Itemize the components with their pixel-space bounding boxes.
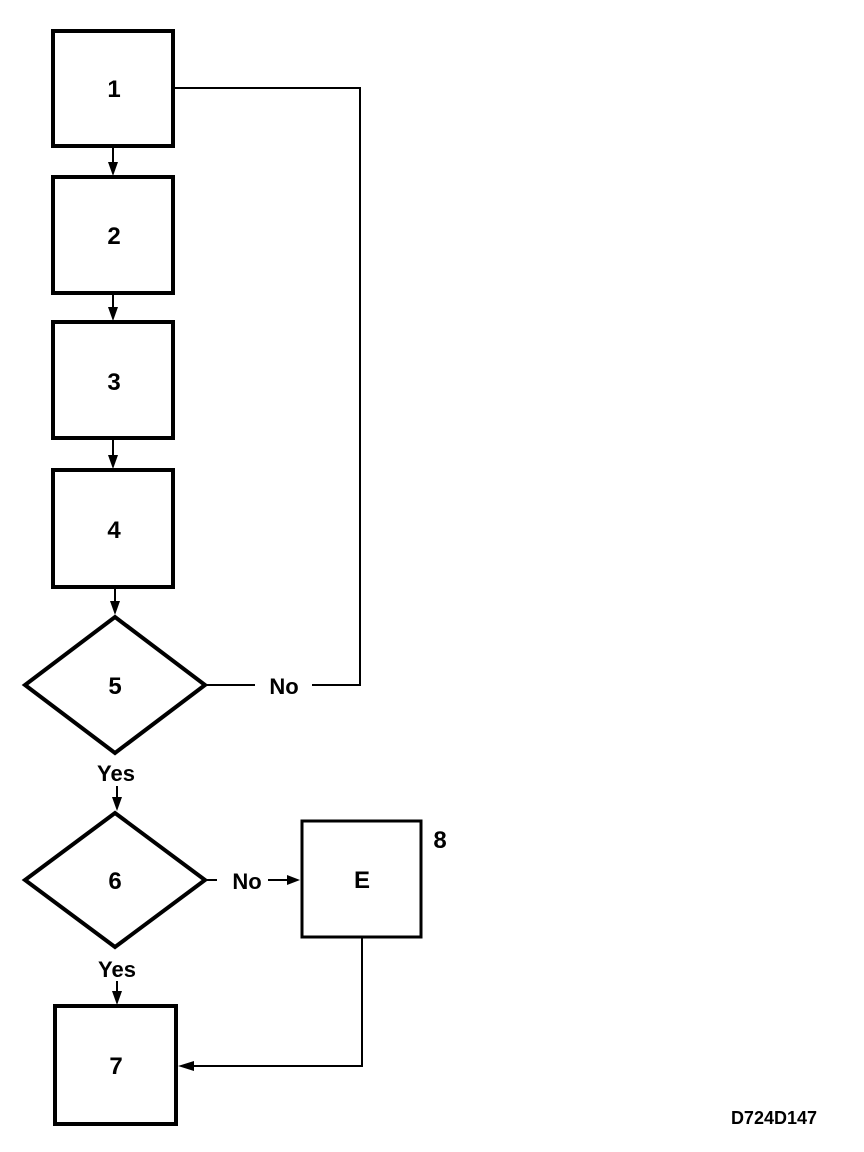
branch-label-5-yes: Yes (97, 761, 135, 786)
label-diamond-5: 5 (108, 673, 121, 700)
process-box-4 (51, 468, 175, 589)
arrowhead-6-8 (287, 875, 300, 885)
figure-reference: D724D147 (731, 1108, 817, 1128)
label-box-7: 7 (109, 1053, 122, 1080)
process-box-8 (300, 819, 423, 939)
branch-label-6-no: No (232, 869, 261, 894)
arrowhead-3-4 (108, 455, 118, 469)
branch-label-6-yes: Yes (98, 957, 136, 982)
process-box-7 (53, 1004, 178, 1126)
label-box-4: 4 (107, 517, 121, 544)
arrowhead-1-2 (108, 162, 118, 176)
arrowhead-5-6 (112, 797, 122, 811)
box-8-number: 8 (433, 827, 446, 854)
label-diamond-6: 6 (108, 868, 121, 895)
label-box-1: 1 (107, 76, 120, 103)
arrowhead-6-7 (112, 991, 122, 1005)
connector-8-7 (192, 937, 363, 1067)
arrowhead-8-7 (178, 1061, 194, 1071)
label-box-3: 3 (107, 369, 120, 396)
label-box-2: 2 (107, 223, 120, 250)
arrowhead-4-5 (110, 601, 120, 615)
decision-diamond-5 (21, 614, 209, 756)
arrowhead-2-3 (108, 307, 118, 321)
label-box-8: E (354, 867, 370, 894)
process-box-1 (51, 29, 175, 148)
connector-5-no-loop (175, 87, 361, 686)
branch-label-5-no: No (269, 674, 298, 699)
decision-diamond-6 (21, 810, 209, 950)
